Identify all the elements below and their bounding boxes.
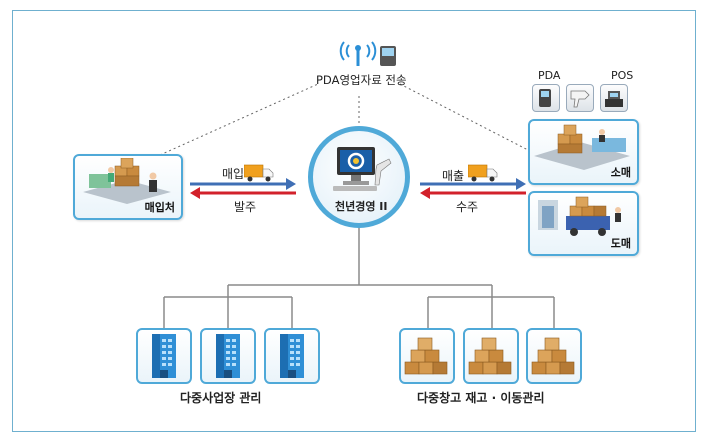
box-stack-icon: [404, 337, 448, 375]
barcode-scanner-icon[interactable]: [566, 84, 594, 112]
multi-site-label: 다중사업장 관리: [180, 391, 262, 405]
business-site-2[interactable]: [200, 328, 256, 384]
wholesale-card[interactable]: 도매: [528, 191, 639, 256]
wholesale-label: 도매: [610, 237, 631, 250]
purchase-partner-label: 매입처: [144, 201, 175, 214]
box-stack-icon: [531, 337, 575, 375]
retail-label: 소매: [610, 166, 631, 179]
pda-label: PDA: [538, 69, 561, 82]
sales-truck-icon: [468, 164, 498, 182]
office-building-icon: [280, 334, 304, 378]
sales-label: 매출: [442, 169, 465, 183]
order-arrow: [190, 187, 296, 199]
hierarchy-lines: [163, 228, 555, 328]
business-site-3[interactable]: [264, 328, 320, 384]
office-building-icon: [216, 334, 240, 378]
wireless-pda-icon: [334, 34, 404, 68]
product-name-label: 천년경영 II: [335, 200, 388, 213]
pda-transfer-label: PDA영업자료 전송: [316, 73, 407, 87]
retail-card[interactable]: 소매: [528, 119, 639, 185]
business-site-1[interactable]: [136, 328, 192, 384]
order-label: 발주: [234, 200, 257, 214]
warehouse-2[interactable]: [463, 328, 519, 384]
pos-terminal-icon[interactable]: [600, 84, 628, 112]
purchase-label: 매입: [222, 167, 245, 181]
multi-warehouse-label: 다중창고 재고 · 이동관리: [417, 391, 545, 405]
warehouse-1[interactable]: [399, 328, 455, 384]
receive-arrow: [420, 187, 526, 199]
retail-store-icon: [534, 124, 630, 170]
box-stack-icon: [468, 337, 512, 375]
wholesale-truck-icon: [538, 196, 621, 236]
office-building-icon: [152, 334, 176, 378]
computer-monitor-icon: [333, 147, 392, 191]
purchase-arrow: [190, 178, 296, 190]
pda-device-icon[interactable]: [532, 84, 560, 112]
sales-arrow: [420, 178, 526, 190]
central-erp-node[interactable]: 천년경영 II: [308, 126, 410, 228]
warehouse-3[interactable]: [526, 328, 582, 384]
warehouse-worker-icon: [83, 158, 171, 204]
purchase-partner-card[interactable]: 매입처: [73, 154, 183, 220]
receive-label: 수주: [456, 200, 479, 214]
delivery-truck-icon: [244, 164, 274, 182]
pos-label: POS: [611, 69, 634, 82]
